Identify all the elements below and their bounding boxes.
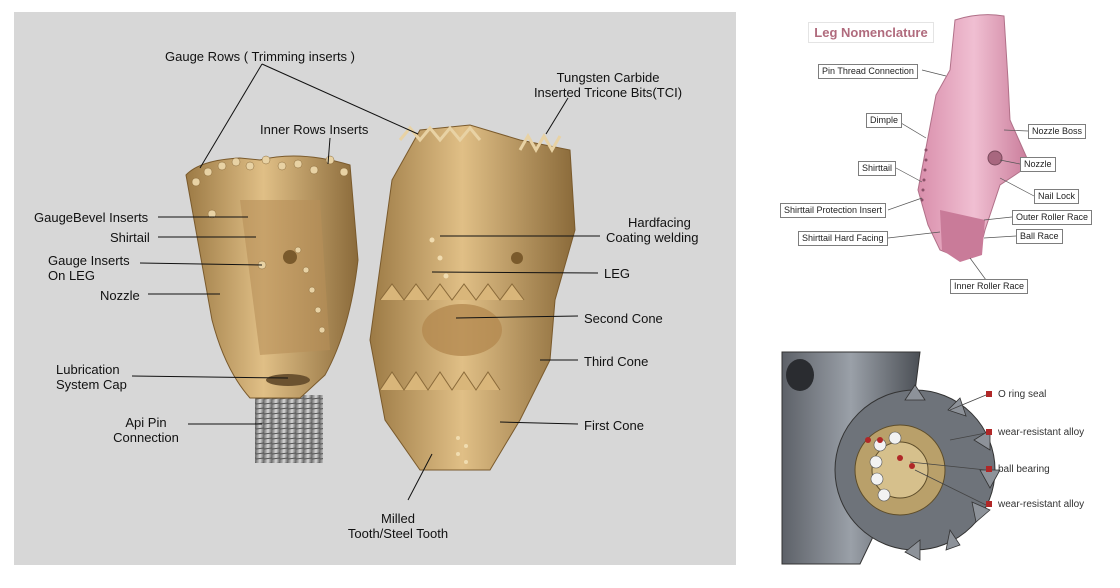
label-gauge-inserts-line1: Gauge Inserts <box>48 253 130 268</box>
leg-label-dimple: Dimple <box>866 113 903 128</box>
api-pin-thread <box>255 395 323 463</box>
leg-label-nozzle-boss: Nozzle Boss <box>1028 124 1087 139</box>
label-leg: LEG <box>604 266 631 281</box>
main-bit-panel <box>14 12 736 565</box>
cone-label-ball-bearing: ball bearing <box>986 464 1050 476</box>
label-lubrication-line2: System Cap <box>56 377 127 392</box>
label-gauge-inserts-line2: On LEG <box>48 268 95 283</box>
cone-leader-lines <box>909 394 987 506</box>
leg-label-inner-roller-race: Inner Roller Race <box>950 279 1029 294</box>
label-tci-line2: Inserted Tricone Bits(TCI) <box>533 85 683 100</box>
label-inner-rows: Inner Rows Inserts <box>260 122 369 137</box>
milled-tooth-bit-illustration <box>369 124 576 471</box>
leg-label-nail-lock: Nail Lock <box>1034 189 1080 204</box>
cone-label-wear-alloy-2: wear-resistant alloy <box>986 499 1084 511</box>
label-milled: Milled Tooth/Steel Tooth <box>330 511 466 541</box>
label-shirtail: Shirtail <box>110 230 150 245</box>
cone-label-o-ring: O ring seal <box>986 389 1046 401</box>
leg-nomenclature-title: Leg Nomenclature <box>808 22 934 43</box>
marker-icon <box>986 501 992 508</box>
leg-drawing <box>917 14 1031 262</box>
cone-label-wear-alloy-1: wear-resistant alloy <box>986 427 1084 439</box>
leg-label-pin-thread: Pin Thread Connection <box>818 64 918 79</box>
label-tci-line1: Tungsten Carbide <box>556 70 660 85</box>
label-api-pin: Api Pin Connection <box>104 415 188 445</box>
label-api-pin-line2: Connection <box>113 430 179 445</box>
cone-label-ball-bearing-text: ball bearing <box>998 464 1050 475</box>
cone-label-wear-alloy-2-text: wear-resistant alloy <box>998 499 1085 510</box>
label-milled-line2: Tooth/Steel Tooth <box>347 526 449 541</box>
tci-bit-illustration <box>185 155 359 463</box>
label-second-cone: Second Cone <box>584 311 663 326</box>
marker-icon <box>986 391 992 398</box>
marker-icon <box>986 429 992 436</box>
label-lubrication-line1: Lubrication <box>56 362 120 377</box>
main-leader-lines <box>131 63 600 501</box>
label-tci: Tungsten Carbide Inserted Tricone Bits(T… <box>516 70 700 100</box>
cone-label-o-ring-text: O ring seal <box>998 389 1047 400</box>
leg-label-ball-race: Ball Race <box>1016 229 1063 244</box>
leg-label-nozzle: Nozzle <box>1020 157 1056 172</box>
label-first-cone: First Cone <box>584 418 644 433</box>
leg-label-shirttail: Shirttail <box>858 161 897 176</box>
cone-label-wear-alloy-1-text: wear-resistant alloy <box>998 427 1085 438</box>
label-hardfacing-line2: Coating welding <box>606 230 699 245</box>
leg-leader-lines <box>887 69 1035 281</box>
label-third-cone: Third Cone <box>584 354 649 369</box>
marker-icon <box>986 466 992 473</box>
label-milled-line1: Milled <box>381 511 415 526</box>
label-api-pin-line1: Api Pin <box>125 415 167 430</box>
label-gauge-inserts: Gauge Inserts On LEG <box>48 253 130 283</box>
leg-label-shirttail-hard-facing: Shirttail Hard Facing <box>798 231 888 246</box>
leg-label-outer-roller-race: Outer Roller Race <box>1012 210 1093 225</box>
label-lubrication: Lubrication System Cap <box>56 362 127 392</box>
label-hardfacing-line1: Hardfacing <box>628 215 691 230</box>
cone-section-drawing <box>781 351 1001 565</box>
label-gauge-rows: Gauge Rows ( Trimming inserts ) <box>165 49 355 64</box>
leg-label-shirttail-protection: Shirttail Protection Insert <box>780 203 887 218</box>
label-nozzle: Nozzle <box>100 288 140 303</box>
label-hardfacing: Hardfacing Coating welding <box>606 215 699 245</box>
label-gauge-bevel: GaugeBevel Inserts <box>34 210 149 225</box>
